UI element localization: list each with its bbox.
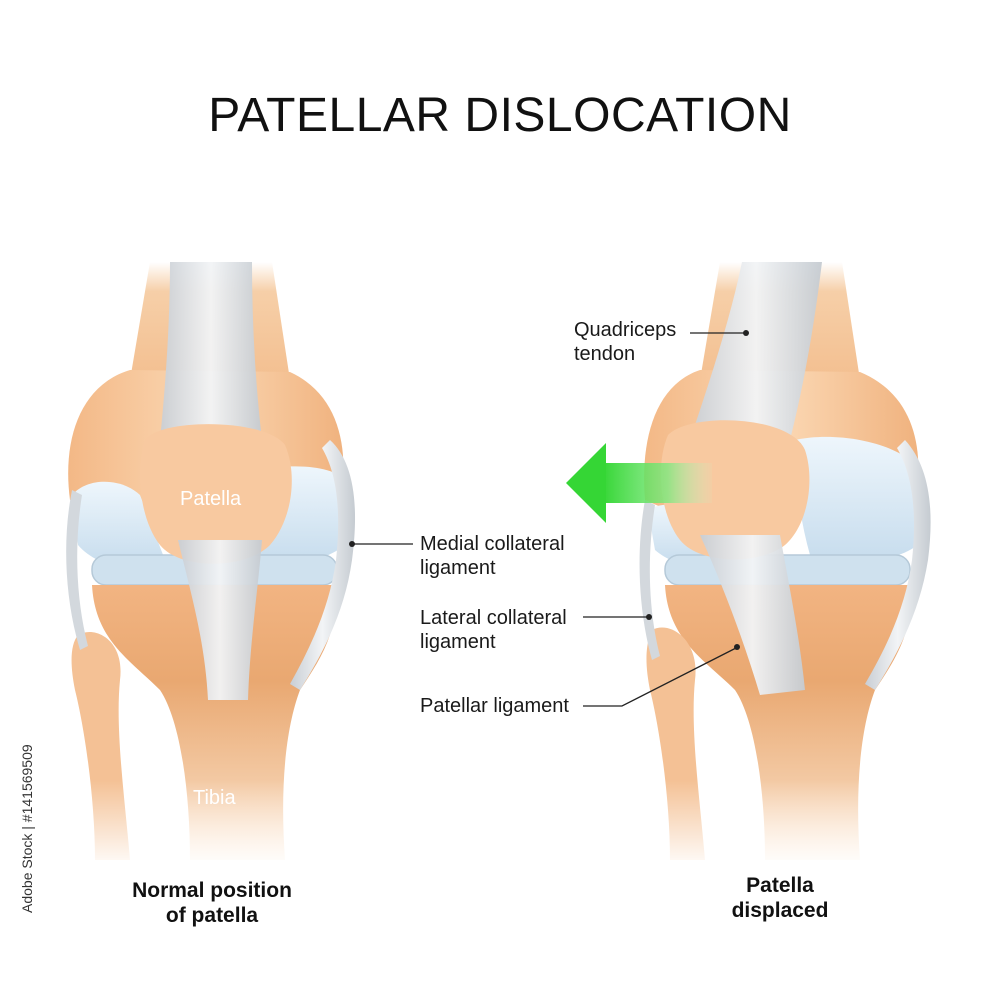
normal-caption-line2: of patella — [165, 904, 259, 927]
medial-label-line2: ligament — [420, 557, 496, 579]
left-collateral-ligament — [290, 440, 356, 690]
left-knee — [60, 262, 360, 870]
lateral-label-line2: ligament — [420, 631, 496, 653]
right-fade — [635, 780, 935, 870]
left-fade — [60, 780, 360, 870]
left-collateral-ligament-lateral — [66, 490, 88, 650]
lateral-leader-dot — [646, 614, 652, 620]
stock-credit: Adobe Stock | #141569509 — [19, 744, 35, 913]
left-patella — [140, 424, 292, 564]
tibia-label: Tibia — [193, 787, 236, 809]
quadriceps-label-line2: tendon — [574, 343, 636, 365]
quadriceps-label-line1: Quadriceps — [574, 319, 677, 341]
right-quadriceps-tendon — [690, 262, 822, 440]
right-knee — [635, 262, 935, 870]
normal-caption: Normal position of patella — [100, 878, 324, 928]
right-cartilage — [795, 436, 918, 564]
lateral-collateral-ligament-label: Lateral collateral ligament — [420, 606, 567, 654]
patellar-leader-line — [583, 647, 737, 707]
displacement-arrow-icon — [566, 443, 712, 523]
diagram-title: PATELLAR DISLOCATION — [208, 89, 792, 142]
quadriceps-leader-dot — [743, 330, 749, 336]
lateral-label-line1: Lateral collateral — [420, 607, 567, 629]
right-patellar-ligament — [700, 535, 805, 695]
left-cartilage — [72, 481, 165, 568]
leader-lines — [349, 330, 749, 707]
right-patella — [660, 420, 810, 560]
displaced-caption: Patella displaced — [690, 873, 870, 923]
medial-label-line1: Medial collateral — [420, 533, 565, 555]
quadriceps-tendon-label: Quadriceps tendon — [574, 318, 676, 366]
normal-caption-line1: Normal position — [132, 879, 292, 902]
patella-label: Patella — [180, 488, 242, 510]
left-patellar-ligament — [178, 540, 262, 700]
right-lateral-collateral-ligament — [639, 500, 660, 660]
medial-collateral-ligament-label: Medial collateral ligament — [420, 532, 565, 580]
patellar-leader-dot — [734, 644, 740, 650]
displaced-caption-line1: Patella — [746, 874, 814, 897]
right-medial-collateral-ligament — [865, 440, 931, 690]
left-quadriceps-tendon — [160, 262, 262, 440]
displaced-caption-line2: displaced — [731, 899, 829, 922]
patellar-ligament-label: Patellar ligament — [420, 695, 569, 717]
medial-leader-dot — [349, 541, 355, 547]
